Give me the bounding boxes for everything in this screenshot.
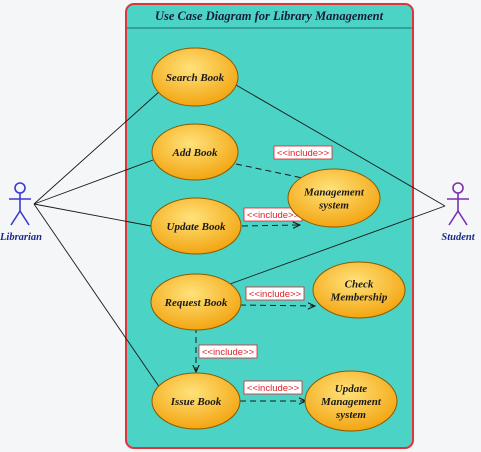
actor-student-label: Student — [441, 232, 475, 243]
use-case-label-line: Update Book — [167, 221, 226, 233]
use-case-label-line: Request Book — [164, 297, 228, 309]
associations — [33, 84, 446, 389]
use-case-label-line: Update — [335, 383, 368, 395]
include-label-text: <<include>> — [202, 347, 255, 358]
actor-librarian-label: Librarian — [0, 232, 42, 243]
actor-student[interactable]: Student — [441, 182, 476, 243]
include-label-add-management: <<include>> — [273, 145, 333, 160]
use-case-label: Search Book — [166, 72, 225, 84]
assoc-librarian-search-book — [33, 90, 161, 205]
include-label-update-management: <<include>> — [243, 207, 303, 222]
include-label-text: <<include>> — [247, 210, 300, 221]
use-case-search-book[interactable]: Search Book — [151, 47, 239, 107]
include-label-text: <<include>> — [247, 383, 300, 394]
librarian-head — [14, 182, 26, 194]
use-case-label: Issue Book — [170, 396, 222, 408]
use-case-request-book[interactable]: Request Book — [150, 273, 242, 331]
use-case-label-line: Issue Book — [170, 396, 222, 408]
use-case-label-line: Check — [345, 279, 374, 291]
include-label-text: <<include>> — [249, 289, 302, 300]
use-case-add-book[interactable]: Add Book — [151, 123, 239, 181]
include-label-text: <<include>> — [277, 148, 330, 159]
use-case-update-book[interactable]: Update Book — [150, 197, 242, 255]
use-case-issue-book[interactable]: Issue Book — [151, 372, 241, 430]
actor-librarian[interactable]: Librarian — [0, 182, 42, 243]
use-case-label-line: Management — [320, 396, 382, 408]
assoc-librarian-add-book — [33, 159, 154, 205]
use-case-label-line: Management — [303, 187, 365, 199]
use-case-label: Add Book — [172, 147, 218, 159]
include-arrow-add-management — [235, 163, 312, 180]
include-arrow-request-membership — [239, 305, 315, 306]
system-boundary: Use Case Diagram for Library Management — [125, 3, 414, 449]
assoc-student-search-book — [235, 84, 446, 207]
assoc-student-request-book — [229, 205, 446, 285]
assoc-librarian-update-book — [33, 203, 152, 227]
use-case-label-line: system — [335, 409, 366, 421]
include-labels: <<include>> <<include>> <<include>> <<in… — [198, 145, 333, 395]
use-case-label: Request Book — [164, 297, 228, 309]
include-label-issue-update-mgmt: <<include>> — [243, 380, 303, 395]
use-case-label-line: Add Book — [172, 147, 218, 159]
use-case-label-line: system — [318, 200, 349, 212]
include-relations — [196, 163, 315, 401]
include-label-request-membership: <<include>> — [245, 286, 305, 301]
use-case-label: Update Book — [167, 221, 226, 233]
assoc-librarian-issue-book — [33, 203, 161, 389]
student-head — [452, 182, 464, 194]
include-label-request-issue: <<include>> — [198, 344, 258, 359]
system-title: Use Case Diagram for Library Management — [155, 9, 384, 23]
use-case-label-line: Membership — [330, 292, 388, 304]
use-case-label-line: Search Book — [166, 72, 225, 84]
